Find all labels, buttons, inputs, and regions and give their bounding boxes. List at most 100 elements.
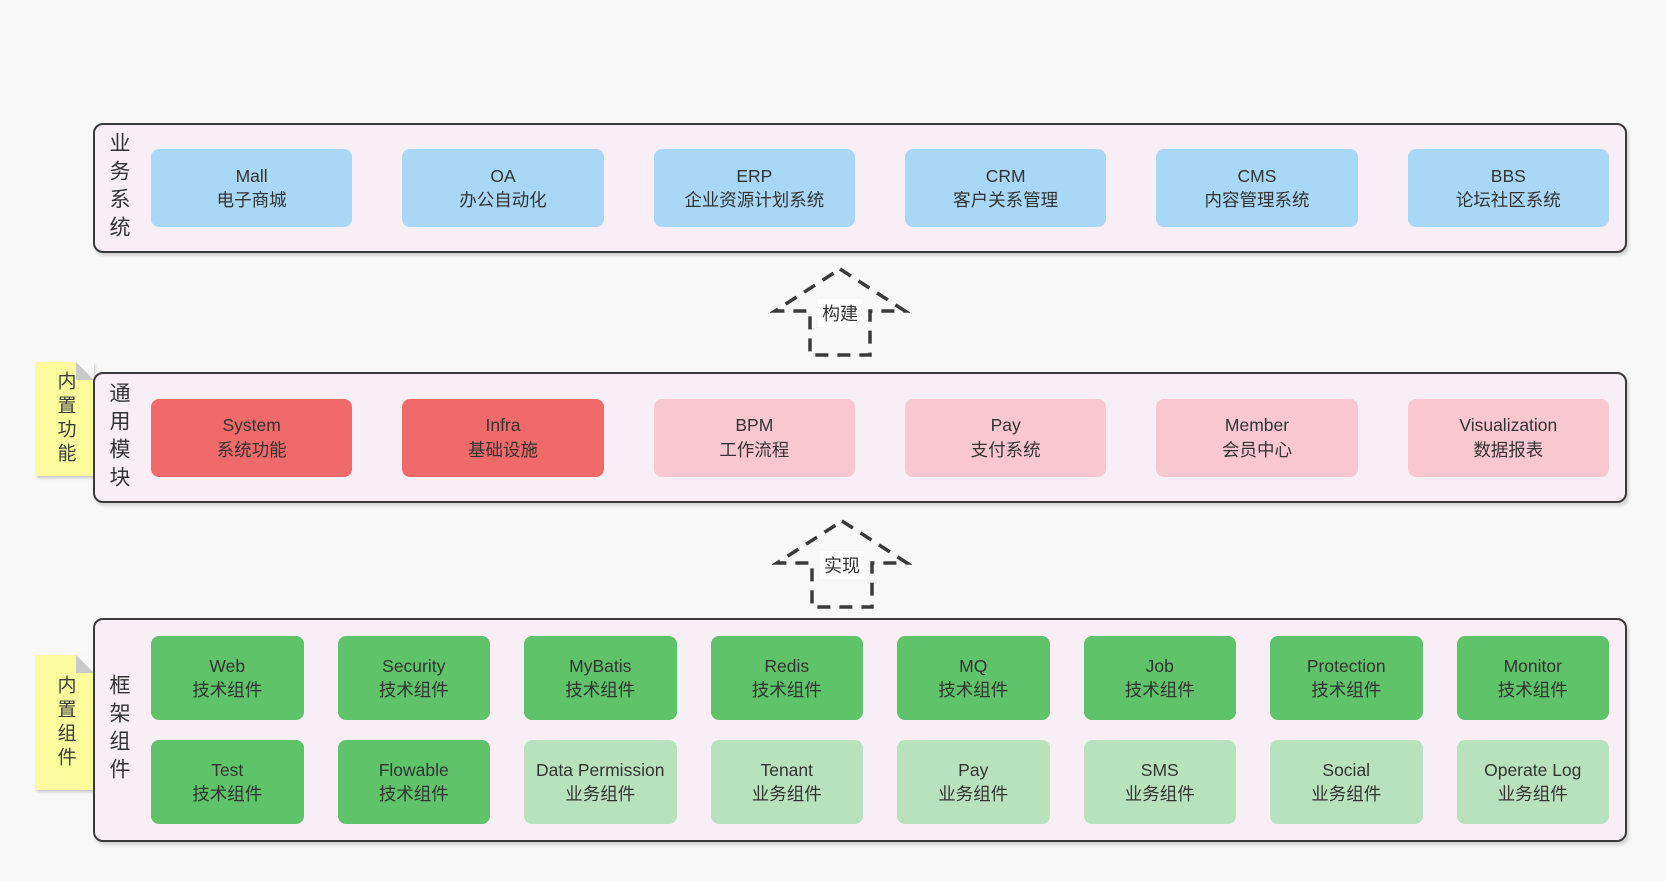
node-subtitle: 业务组件 xyxy=(1124,784,1195,804)
node-system: System 系统功能 xyxy=(151,398,353,477)
node-title: Monitor xyxy=(1503,655,1562,676)
node-mq: MQ 技术组件 xyxy=(897,636,1050,720)
node-title: MyBatis xyxy=(569,655,632,676)
node-title: Infra xyxy=(485,415,521,436)
node-subtitle: 业务组件 xyxy=(938,784,1009,804)
node-operate-log: Operate Log 业务组件 xyxy=(1456,740,1609,824)
node-subtitle: 系统功能 xyxy=(216,439,287,460)
node-mybatis: MyBatis 技术组件 xyxy=(524,636,677,720)
node-security: Security 技术组件 xyxy=(337,636,490,720)
sticky-built-in-features-label: 内置功能 xyxy=(54,371,76,467)
node-title: Mall xyxy=(235,165,268,186)
node-title: Flowable xyxy=(378,759,449,780)
node-erp: ERP 企业资源计划系统 xyxy=(653,149,855,227)
layer-modules-label: 通用模块 xyxy=(107,381,130,494)
node-redis: Redis 技术组件 xyxy=(710,636,863,720)
arrow-build-label: 构建 xyxy=(818,299,862,327)
node-subtitle: 支付系统 xyxy=(970,439,1041,460)
node-title: CMS xyxy=(1237,165,1277,186)
layer-business-label: 业务系统 xyxy=(107,132,130,244)
node-subtitle: 会员中心 xyxy=(1221,439,1292,460)
node-title: OA xyxy=(490,165,516,186)
node-subtitle: 论坛社区系统 xyxy=(1455,190,1561,210)
node-subtitle: 技术组件 xyxy=(378,784,449,804)
sticky-built-in-components: 内置组件 xyxy=(36,655,94,790)
node-subtitle: 技术组件 xyxy=(1311,680,1382,700)
node-crm: CRM 客户关系管理 xyxy=(904,149,1107,227)
node-subtitle: 工作流程 xyxy=(719,439,790,460)
node-subtitle: 技术组件 xyxy=(938,680,1009,700)
node-web: Web 技术组件 xyxy=(151,636,304,720)
node-subtitle: 企业资源计划系统 xyxy=(684,190,825,210)
node-subtitle: 电子商城 xyxy=(216,190,287,210)
node-subtitle: 技术组件 xyxy=(1497,680,1568,700)
node-title: System xyxy=(222,415,281,436)
node-subtitle: 技术组件 xyxy=(565,680,636,700)
node-title: Operate Log xyxy=(1484,759,1582,780)
node-member: Member 会员中心 xyxy=(1156,398,1358,477)
node-test: Test 技术组件 xyxy=(151,740,304,824)
up-block-arrow-icon xyxy=(772,518,912,609)
node-title: Visualization xyxy=(1459,415,1558,436)
node-title: Data Permission xyxy=(536,759,665,780)
node-subtitle: 基础设施 xyxy=(467,439,538,460)
node-visualization: Visualization 数据报表 xyxy=(1407,398,1609,477)
node-pay: Pay 支付系统 xyxy=(904,398,1107,477)
node-subtitle: 技术组件 xyxy=(378,680,449,700)
node-title: Redis xyxy=(764,655,810,676)
node-subtitle: 技术组件 xyxy=(192,680,263,700)
layer-modules-boxes: System 系统功能 Infra 基础设施 BPM 工作流程 Pay 支付系统 Member 会… xyxy=(151,374,1609,501)
node-title: Member xyxy=(1224,415,1290,436)
node-subtitle: 技术组件 xyxy=(1124,680,1195,700)
node-subtitle: 技术组件 xyxy=(751,680,822,700)
arrow-implement-label: 实现 xyxy=(820,551,864,579)
node-subtitle: 业务组件 xyxy=(565,784,636,804)
sticky-built-in-components-label: 内置组件 xyxy=(54,674,76,771)
node-title: Social xyxy=(1322,759,1371,780)
node-pay: Pay 业务组件 xyxy=(897,740,1050,824)
node-monitor: Monitor 技术组件 xyxy=(1456,636,1609,720)
sticky-built-in-features: 内置功能 xyxy=(36,362,94,476)
node-title: Protection xyxy=(1306,655,1386,676)
node-title: Web xyxy=(209,655,246,676)
node-job: Job 技术组件 xyxy=(1083,636,1236,720)
node-mall: Mall 电子商城 xyxy=(151,149,353,227)
node-title: BPM xyxy=(735,415,774,436)
layer-common-modules: 通用模块 System 系统功能 Infra 基础设施 BPM 工作流程 Pay 支付系统 Me… xyxy=(93,372,1627,503)
node-title: SMS xyxy=(1140,759,1179,780)
node-cms: CMS 内容管理系统 xyxy=(1156,149,1358,227)
node-sms: SMS 业务组件 xyxy=(1083,740,1236,824)
node-subtitle: 内容管理系统 xyxy=(1204,190,1310,210)
arrow-implement: 实现 xyxy=(772,515,912,611)
node-data-permission: Data Permission 业务组件 xyxy=(524,740,677,824)
node-subtitle: 技术组件 xyxy=(192,784,263,804)
node-title: CRM xyxy=(985,165,1026,186)
node-title: Test xyxy=(211,759,244,780)
node-subtitle: 业务组件 xyxy=(1497,784,1568,804)
node-subtitle: 业务组件 xyxy=(751,784,822,804)
node-flowable: Flowable 技术组件 xyxy=(337,740,490,824)
node-bpm: BPM 工作流程 xyxy=(653,398,855,477)
node-title: Tenant xyxy=(760,759,814,780)
node-protection: Protection 技术组件 xyxy=(1270,636,1423,720)
node-title: Security xyxy=(382,655,446,676)
node-subtitle: 业务组件 xyxy=(1311,784,1382,804)
node-social: Social 业务组件 xyxy=(1270,740,1423,824)
arrow-build: 构建 xyxy=(770,263,910,359)
node-title: Job xyxy=(1145,655,1174,676)
up-block-arrow-icon xyxy=(770,266,910,357)
node-subtitle: 数据报表 xyxy=(1473,439,1544,460)
node-title: Pay xyxy=(958,759,989,780)
node-title: MQ xyxy=(959,655,988,676)
node-tenant: Tenant 业务组件 xyxy=(710,740,863,824)
node-title: ERP xyxy=(736,165,773,186)
layer-components-label: 框架组件 xyxy=(107,674,130,786)
node-subtitle: 客户关系管理 xyxy=(953,190,1059,210)
node-title: Pay xyxy=(990,415,1021,436)
